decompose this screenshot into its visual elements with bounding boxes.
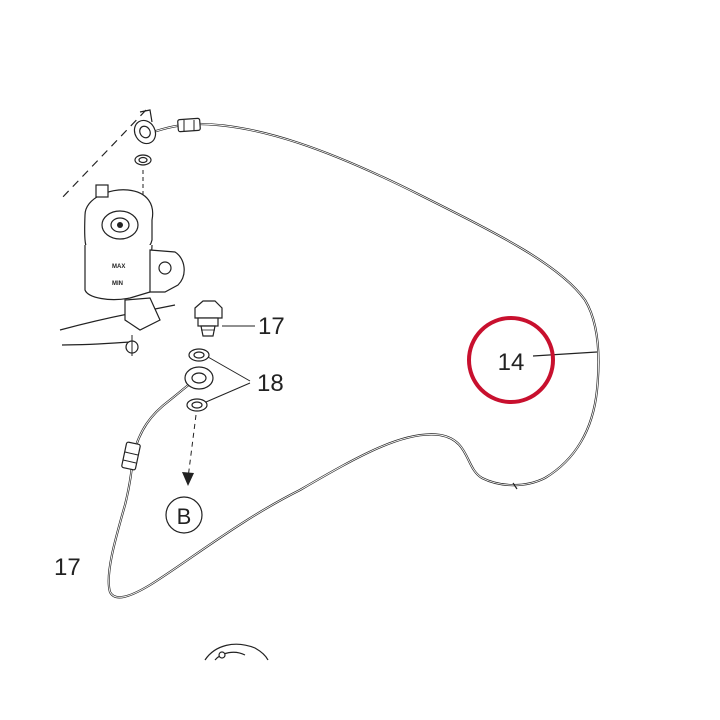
brake-hose xyxy=(107,117,600,599)
reference-b-label: B xyxy=(177,504,192,529)
lower-banjo-fitting xyxy=(182,366,214,486)
reservoir-max-label: MAX xyxy=(112,264,125,270)
banjo-bolt xyxy=(194,300,255,337)
callout-17: 17 xyxy=(258,313,285,340)
brake-reservoir: MAX MIN xyxy=(59,184,185,356)
top-banjo-fitting xyxy=(133,109,157,195)
callout-17-edge: 17 xyxy=(54,554,81,581)
reference-b-marker: B xyxy=(165,496,203,534)
bottom-partial-part xyxy=(204,643,269,661)
dashed-leader-line xyxy=(59,109,147,201)
callout-14-group: 14 xyxy=(467,316,598,404)
callout-18: 18 xyxy=(257,370,284,397)
reservoir-min-label: MIN xyxy=(112,281,123,287)
sealing-washers xyxy=(186,348,251,412)
callout-14: 14 xyxy=(498,349,525,376)
highlight-circle xyxy=(467,316,555,404)
